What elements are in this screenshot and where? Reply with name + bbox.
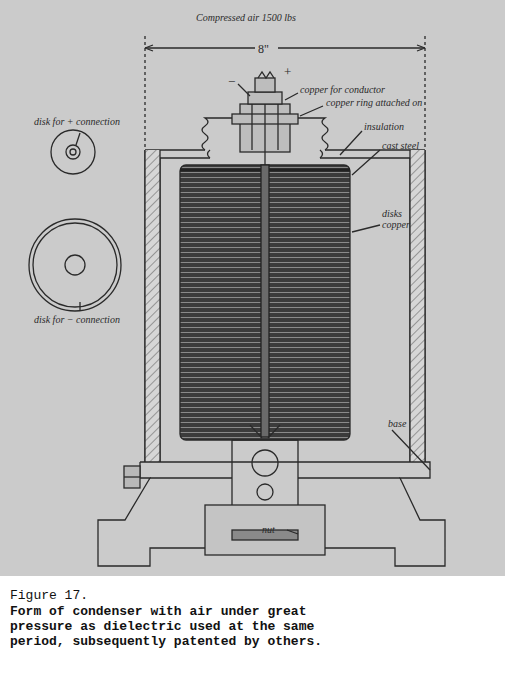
condenser-drawing: [0, 0, 505, 576]
figure-caption: Form of condenser with air under great p…: [10, 604, 340, 649]
part-label: nut: [262, 524, 275, 535]
part-label: copper for conductor: [300, 84, 385, 95]
part-label: cast steel: [382, 140, 419, 151]
part-label: insulation: [364, 121, 404, 132]
terminal-mark: −: [228, 74, 235, 89]
part-label: copper ring attached on: [326, 97, 422, 108]
note-text: Compressed air 1500 lbs: [196, 12, 296, 23]
part-label: base: [388, 418, 406, 429]
figure-number: Figure 17.: [10, 588, 88, 603]
dimension: 8": [258, 42, 269, 56]
terminal-mark: +: [284, 64, 291, 79]
part-label: disks copper: [382, 208, 422, 230]
part-label: disk for − connection: [34, 314, 120, 325]
part-label: disk for + connection: [34, 116, 120, 127]
